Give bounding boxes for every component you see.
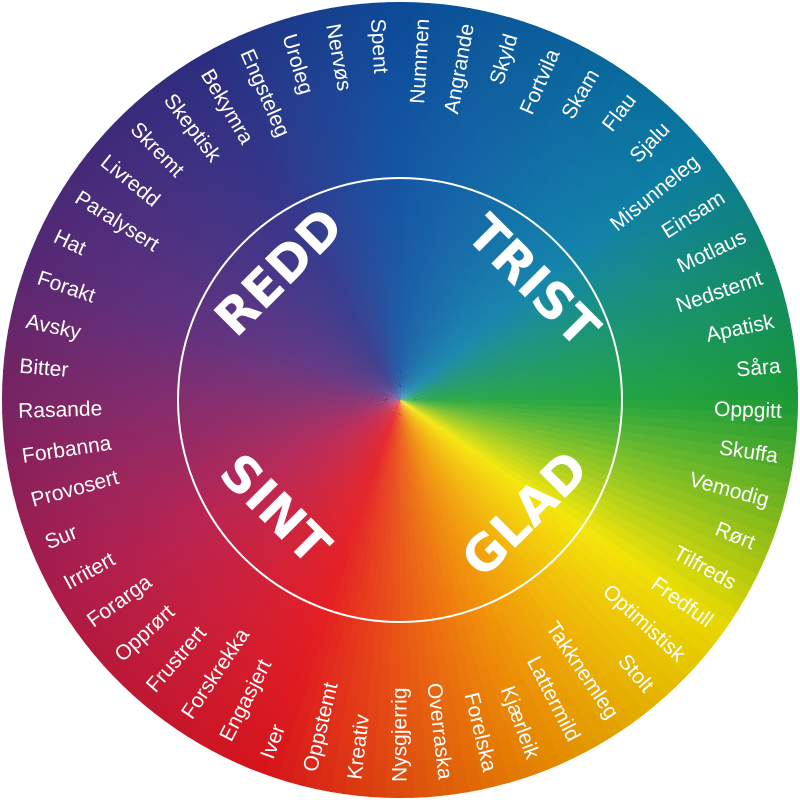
emotion-word: Nummen (406, 18, 434, 104)
emotion-word: Spent (366, 18, 392, 74)
emotion-word: Såra (735, 355, 782, 382)
emotion-word: Rasande (18, 397, 103, 422)
emotion-word: Bitter (18, 355, 69, 382)
emotion-word: Nysgjerrig (389, 687, 412, 782)
inner-ring (177, 177, 623, 623)
emotion-word: Oppgitt (714, 398, 783, 423)
